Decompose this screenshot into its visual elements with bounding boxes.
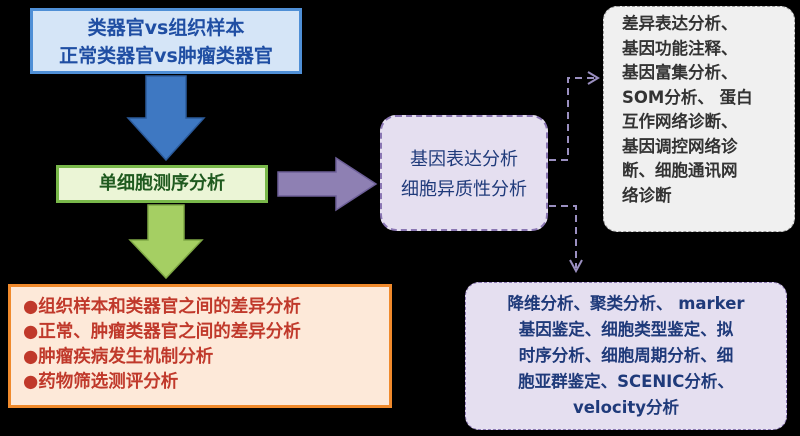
cell-heterogeneity-line: 基因鉴定、细胞类型鉴定、拟 [518, 320, 734, 339]
comparison-line-2: 正常类器官vs肿瘤类器官 [59, 45, 273, 67]
gene-expression-line: 断、细胞通讯网 [622, 161, 738, 180]
application-item: ●组织样本和类器官之间的差异分析 [23, 297, 301, 317]
cell-heterogeneity-line: 胞亚群鉴定、SCENIC分析、 [518, 372, 734, 391]
application-item: ●肿瘤疾病发生机制分析 [23, 347, 214, 367]
purple-right-arrow [277, 156, 378, 212]
analysis-type-line-1: 基因表达分析 [410, 149, 518, 170]
arrowhead-top [587, 71, 600, 85]
applications-box: ●组织样本和类器官之间的差异分析 ●正常、肿瘤类器官之间的差异分析 ●肿瘤疾病发… [8, 284, 392, 408]
arrowhead-bottom [569, 259, 583, 274]
analysis-type-line-2: 细胞异质性分析 [401, 179, 527, 200]
gene-expression-line: 基因功能注释、 [622, 38, 738, 58]
gene-expression-line: 基因调控网络诊 [622, 136, 738, 156]
dashed-connector-bottom [549, 205, 577, 268]
green-down-arrow [128, 204, 204, 280]
comparison-line-1: 类器官vs组织样本 [87, 17, 245, 39]
single-cell-sequencing-box: 单细胞测序分析 [56, 165, 268, 203]
dashed-connector-top [549, 77, 596, 161]
gene-expression-line: 基因富集分析、 [622, 63, 738, 82]
gene-expression-line: 差异表达分析、 [622, 14, 738, 33]
single-cell-sequencing-label: 单细胞测序分析 [99, 173, 225, 194]
cell-heterogeneity-line: 时序分析、细胞周期分析、细 [518, 346, 734, 365]
application-item: ●药物筛选测评分析 [23, 372, 179, 392]
cell-heterogeneity-analyses-box: 降维分析、聚类分析、 marker 基因鉴定、细胞类型鉴定、拟 时序分析、细胞周… [465, 282, 787, 430]
gene-expression-line: SOM分析、 蛋白 [622, 87, 753, 107]
analysis-type-box: 基因表达分析 细胞异质性分析 [380, 115, 548, 231]
gene-expression-analyses-box: 差异表达分析、 基因功能注释、 基因富集分析、 SOM分析、 蛋白 互作网络诊断… [603, 6, 795, 232]
cell-heterogeneity-line: velocity分析 [572, 398, 680, 417]
application-item: ●正常、肿瘤类器官之间的差异分析 [23, 322, 301, 342]
comparison-box: 类器官vs组织样本 正常类器官vs肿瘤类器官 [30, 8, 302, 74]
gene-expression-line: 络诊断 [622, 185, 672, 205]
cell-heterogeneity-line: 降维分析、聚类分析、 marker [507, 294, 745, 313]
blue-down-arrow [126, 75, 206, 162]
gene-expression-line: 互作网络诊断、 [622, 112, 738, 131]
